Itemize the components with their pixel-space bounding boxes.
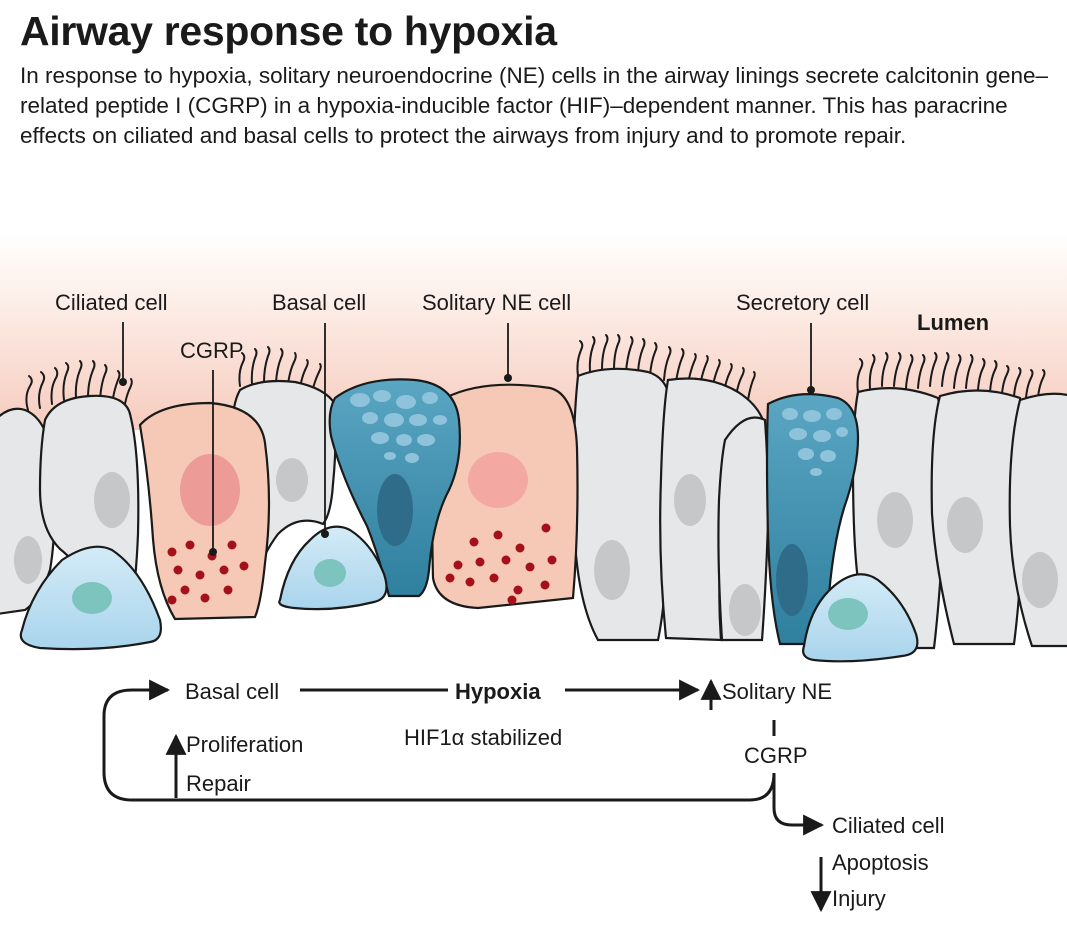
leader-dots	[119, 374, 815, 556]
pathway-lines	[102, 678, 832, 913]
airway-diagram: Ciliated cell CGRP Basal cell Solitary N…	[0, 230, 1067, 913]
pathway-solitary-ne: Solitary NE	[722, 679, 832, 704]
ciliated-cell-3	[572, 367, 673, 642]
label-lumen: Lumen	[917, 310, 989, 335]
feedback-loop	[102, 679, 776, 808]
pathway-apoptosis: Apoptosis	[832, 850, 929, 875]
secretory-granules	[350, 390, 848, 476]
label-basal-cell: Basal cell	[272, 290, 366, 315]
pathway-ciliated-cell: Ciliated cell	[832, 813, 945, 838]
label-solitary-ne-cell: Solitary NE cell	[422, 290, 571, 315]
pathway-hypoxia: Hypoxia	[455, 679, 541, 704]
ne-nuclei	[180, 452, 528, 526]
cgrp-granules	[167, 523, 557, 605]
arrow-to-ciliated	[772, 774, 825, 836]
pathway-repair: Repair	[186, 771, 251, 796]
label-ciliated-cell: Ciliated cell	[55, 290, 168, 315]
pathway-basal-cell: Basal cell	[185, 679, 279, 704]
label-cgrp: CGRP	[180, 338, 244, 363]
label-secretory-cell: Secretory cell	[736, 290, 869, 315]
secretory-nuclei	[377, 474, 808, 616]
pathway-proliferation: Proliferation	[186, 732, 303, 757]
basal-nuclei	[72, 559, 868, 630]
ciliated-cell-5	[717, 416, 770, 642]
ciliated-nuclei	[14, 458, 1058, 636]
cilia	[25, 334, 1046, 411]
pathway-cgrp: CGRP	[744, 743, 808, 768]
pathway-hif: HIF1α stabilized	[404, 725, 562, 750]
figure-caption: In response to hypoxia, solitary neuroen…	[20, 63, 1049, 148]
pathway-injury: Injury	[832, 886, 886, 911]
figure-title: Airway response to hypoxia	[20, 8, 557, 54]
leader-lines	[122, 322, 812, 552]
